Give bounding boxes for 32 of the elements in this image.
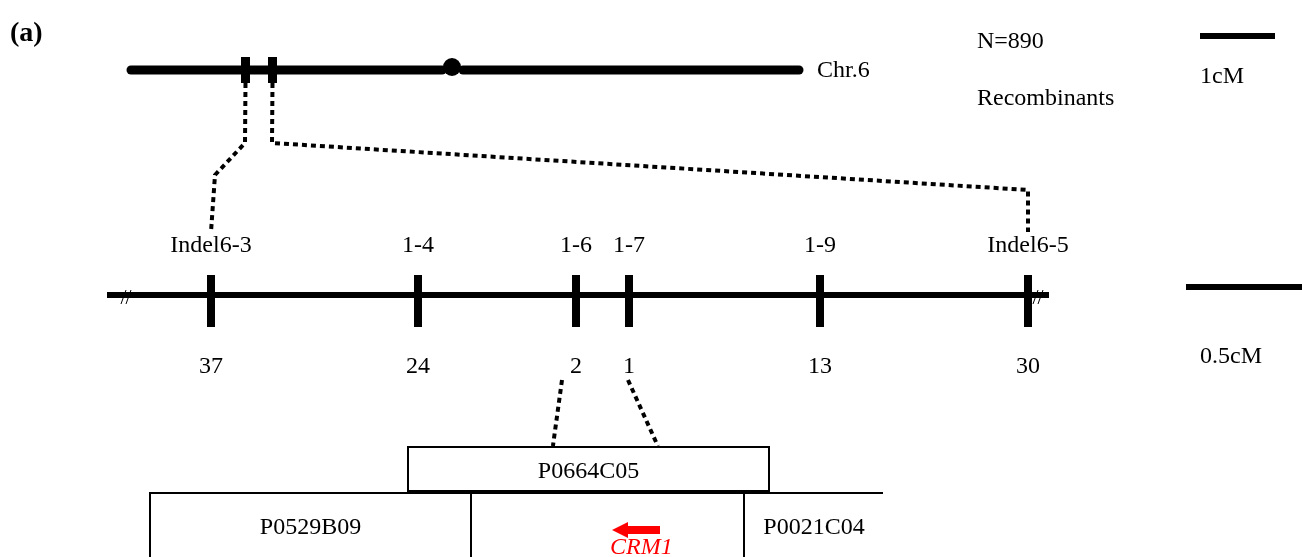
- population-size: N=890: [977, 28, 1044, 52]
- recombinant-count: 30: [1015, 353, 1041, 377]
- bac-clone-box: [472, 492, 743, 557]
- recombinant-count: 1: [622, 353, 636, 377]
- marker-name: 1-9: [803, 232, 837, 256]
- marker-tick: [241, 57, 250, 83]
- leader-line: [550, 379, 564, 447]
- recombinant-count: 13: [807, 353, 833, 377]
- recombinant-count: 37: [198, 353, 224, 377]
- population-label: Recombinants: [977, 85, 1115, 109]
- recombinant-count: 2: [569, 353, 583, 377]
- clone-name: P0664C05: [536, 458, 641, 482]
- leader-line: [270, 83, 1030, 232]
- scale-bar-label: 0.5cM: [1200, 343, 1262, 367]
- marker-name: 1-7: [612, 232, 646, 256]
- marker-tick: [268, 57, 277, 83]
- bac-clone-box: [407, 446, 770, 492]
- clone-name: P0529B09: [258, 514, 363, 538]
- marker-name: Indel6-3: [169, 232, 253, 256]
- genetic-map-line: [107, 288, 1049, 306]
- bac-clone-box: [149, 492, 472, 557]
- scale-bar-label: 1cM: [1200, 63, 1244, 87]
- chromosome-label: Chr.6: [817, 57, 870, 81]
- marker-name: 1-4: [401, 232, 435, 256]
- recombinant-count: 24: [405, 353, 431, 377]
- marker-name: Indel6-5: [986, 232, 1070, 256]
- bac-clone-box: [743, 492, 883, 557]
- marker-name: 1-6: [559, 232, 593, 256]
- leader-line: [626, 379, 660, 447]
- panel-label: (a): [10, 18, 43, 46]
- clone-name: P0021C04: [762, 514, 866, 538]
- gene-name: CRM1: [610, 534, 673, 557]
